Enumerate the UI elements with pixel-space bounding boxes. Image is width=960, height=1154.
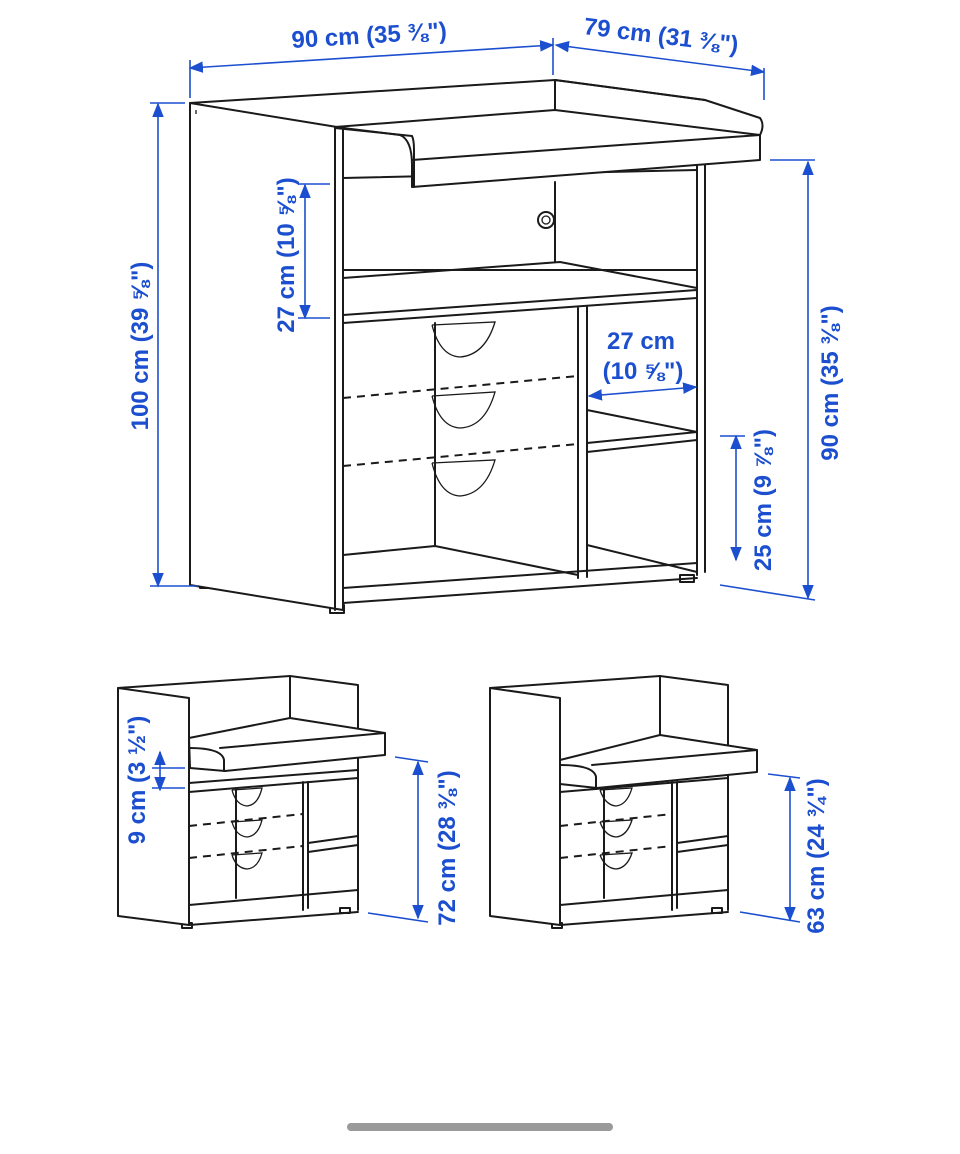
small-right-drawing: [489, 675, 758, 929]
shelf-spacing-label: 27 cm (10 ⅝"): [273, 177, 300, 332]
small-left-rail-label: 9 cm (3 ½"): [124, 716, 151, 845]
main-dimension-lines: [150, 38, 816, 601]
main-width-label: 90 cm (35 ⅜"): [291, 18, 448, 54]
home-indicator[interactable]: [347, 1123, 613, 1131]
compartment-width-label-1: 27 cm: [607, 328, 675, 355]
main-height-total-label: 100 cm (39 ⅝"): [127, 262, 154, 431]
small-right-dimension-lines: [739, 773, 801, 923]
main-height-top-label: 90 cm (35 ⅜"): [817, 305, 844, 460]
main-changing-table-drawing: [189, 79, 764, 614]
small-right-height-label: 63 cm (24 ¾"): [803, 778, 830, 933]
compartment-width-label-2: (10 ⅝"): [603, 358, 684, 385]
small-left-height-label: 72 cm (28 ⅜"): [434, 770, 461, 925]
small-left-dimension-lines: [152, 750, 429, 923]
lower-compartment-label: 25 cm (9 ⅞"): [750, 429, 777, 571]
small-left-drawing: [117, 675, 386, 929]
